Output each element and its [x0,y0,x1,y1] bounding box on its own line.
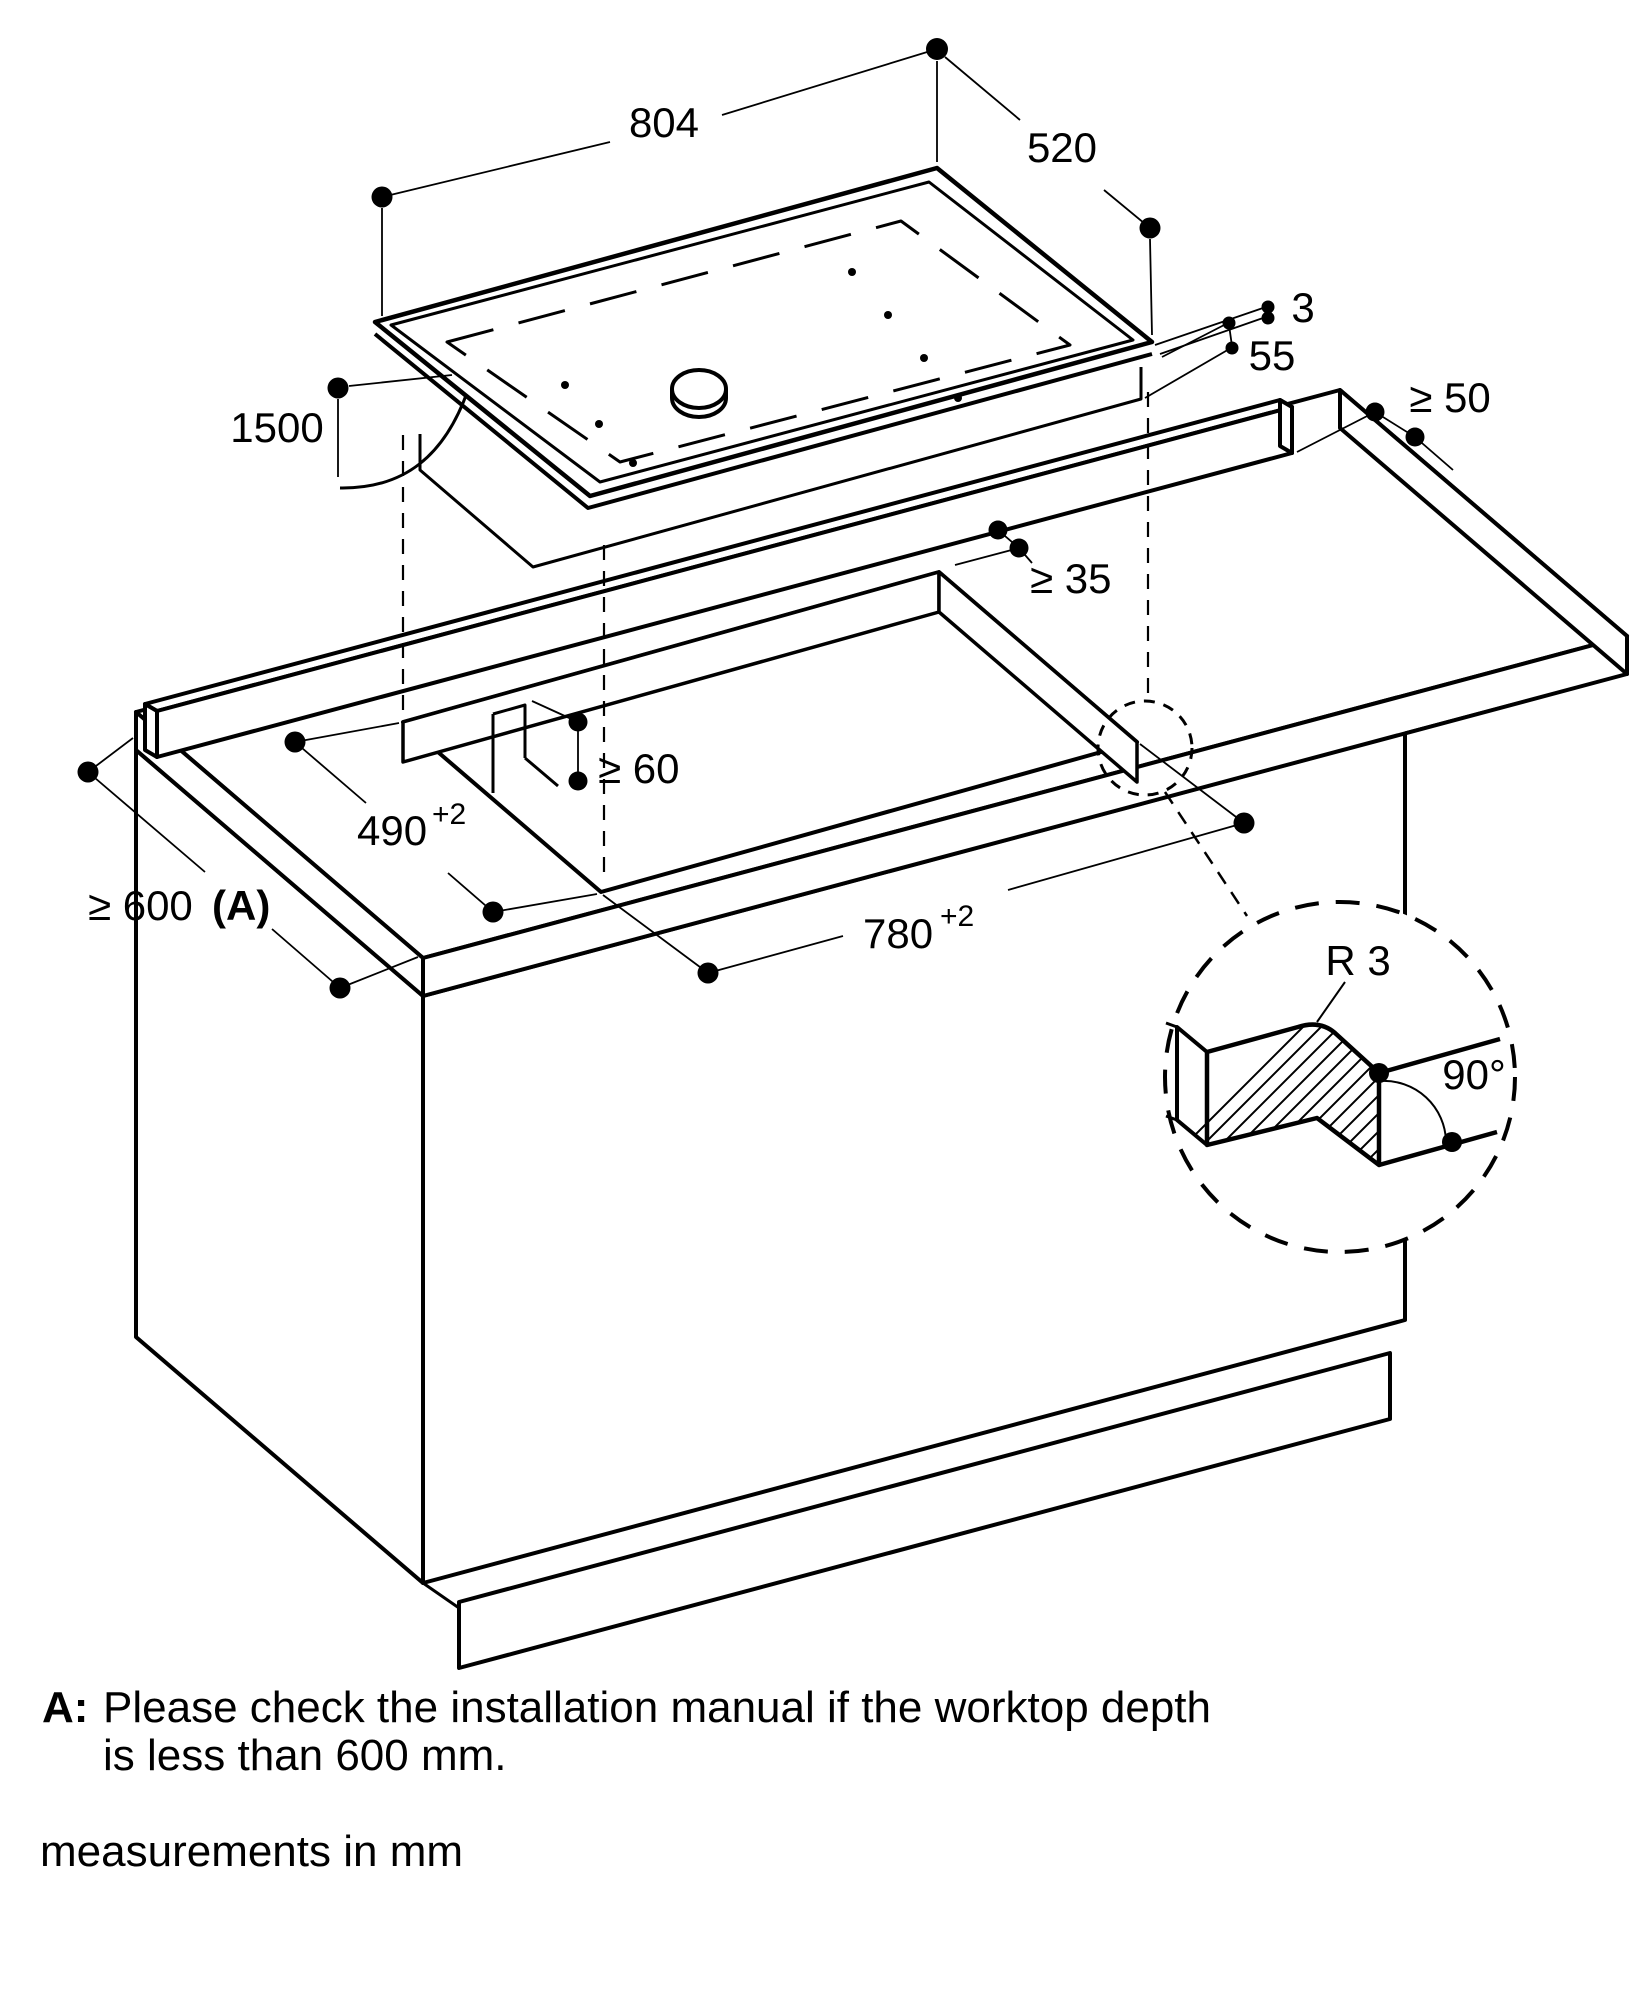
detail-connector [1163,791,1249,917]
dim-804-label: 804 [629,99,699,146]
radius-label: R 3 [1325,937,1390,984]
dim-min600-label: ≥ 600 [88,882,193,929]
footnote-line2: is less than 600 mm. [103,1731,507,1780]
cooktop-glass-edge [373,332,1153,510]
section-edge-stubs [1165,1021,1178,1122]
footnote-line1: Please check the installation manual if … [103,1683,1211,1732]
detail-callout: R 3 90° [1096,699,1517,1254]
footnote-ref: A: [42,1683,88,1732]
dim-780-lines [602,743,1245,974]
backsplash-right-end [1278,398,1294,455]
backsplash-left-end [143,702,159,759]
detail-source-circle [1096,699,1194,797]
dim-min600-ref: (A) [212,882,270,929]
cooktop-inner-outline [389,180,1135,484]
dimensions: 804 520 3 55 ≥ 50 1500 ≥ 35 ≥ 60 490 +2 [77,38,1491,999]
cutout-right-wall [937,570,1139,784]
dim-3-label: 3 [1291,284,1314,331]
cutout-support-rail [491,703,559,793]
dim-3-leaders [1154,307,1264,355]
dim-490-label: 490 [357,807,427,854]
dim-780-tolerance: +2 [940,900,974,933]
dim-804-lines [381,48,938,316]
cooking-zone-dots [561,268,962,467]
section-hatch [1177,1024,1379,1165]
adjacent-surface-bottom [1378,1129,1498,1168]
dim-min35-label: ≥ 35 [1030,555,1111,602]
projection-lines [401,392,1150,880]
angle-vertex-dot [1369,1063,1389,1083]
adjacent-surface-top [1378,1036,1501,1076]
control-knob [670,368,728,410]
cooktop-housing [418,367,1143,569]
cooking-zone-dashed-outline [445,219,1072,464]
units-note: measurements in mm [40,1827,463,1876]
angle-label: 90° [1442,1051,1506,1098]
cooktop-glass-outline [372,165,1155,499]
dim-1500-lines [337,374,453,477]
worktop-cutout [401,570,1139,894]
notes: A: Please check the installation manual … [40,1683,1211,1876]
dim-min50-label: ≥ 50 [1409,374,1490,421]
dim-490-tolerance: +2 [432,798,466,831]
dim-520-label: 520 [1027,124,1097,171]
dim-780-label: 780 [863,910,933,957]
dim-1500-label: 1500 [230,404,323,451]
angle-arc [1380,1079,1447,1142]
angle-end-dot [1442,1132,1462,1152]
power-cable [339,389,470,490]
section-profile [1204,1022,1382,1168]
plinth-step-line [422,1581,460,1610]
cabinet [134,731,1407,1670]
dim-55-label: 55 [1249,332,1296,379]
dim-520-lines [944,56,1153,336]
worktop-underside-edge [1404,672,1628,735]
dim-490-lines [294,722,598,913]
dim-min600-lines [87,737,419,989]
cooktop [339,165,1155,569]
backsplash [143,398,1294,759]
dim-min60-label: ≥ 60 [598,745,679,792]
plinth [457,1351,1392,1670]
radius-leader [1316,981,1346,1023]
detail-circle [1163,900,1517,1254]
